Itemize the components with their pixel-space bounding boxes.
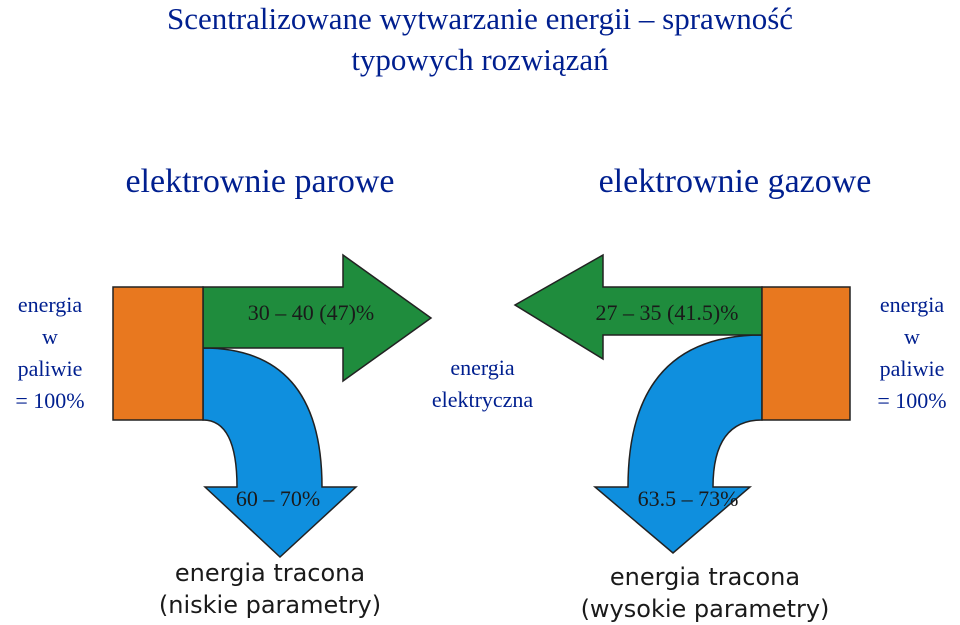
electric-share-steam: 30 – 40 (47)% bbox=[248, 300, 374, 325]
loss-arrow-gas bbox=[592, 334, 763, 554]
fuel-box-steam bbox=[112, 286, 204, 421]
loss-share-gas: 63.5 – 73% bbox=[638, 486, 739, 511]
electric-share-gas: 27 – 35 (41.5)% bbox=[596, 300, 739, 325]
electric-arrow-gas bbox=[513, 253, 763, 361]
input-label-gas-3: paliwie bbox=[879, 356, 945, 381]
loss-label-gas-1: energia tracona bbox=[609, 563, 801, 591]
output-label-2: elektryczna bbox=[431, 387, 534, 412]
heading-gas-plants: elektrownie gazowe bbox=[598, 163, 872, 200]
fuel-box-gas bbox=[761, 286, 851, 421]
input-label-steam-4: = 100% bbox=[15, 388, 85, 413]
page-title-line1: Scentralizowane wytwarzanie energii – sp… bbox=[166, 1, 794, 36]
input-label-steam-3: paliwie bbox=[17, 356, 83, 381]
input-label-gas-2: w bbox=[904, 324, 920, 349]
loss-label-steam-2: (niskie parametry) bbox=[158, 591, 382, 619]
input-label-gas-4: = 100% bbox=[877, 388, 947, 413]
loss-label-gas-2: (wysokie parametry) bbox=[580, 595, 830, 623]
input-label-steam-1: energia bbox=[17, 292, 83, 317]
output-label-1: energia bbox=[450, 355, 515, 380]
loss-arrow-steam bbox=[202, 347, 358, 559]
page-title-line2: typowych rozwiązań bbox=[351, 42, 609, 77]
electric-arrow-steam bbox=[202, 253, 433, 383]
heading-steam-plants: elektrownie parowe bbox=[125, 163, 395, 200]
loss-label-steam-1: energia tracona bbox=[174, 559, 366, 587]
input-label-steam-2: w bbox=[42, 324, 58, 349]
loss-share-steam: 60 – 70% bbox=[236, 486, 320, 511]
input-label-gas-1: energia bbox=[879, 292, 945, 317]
